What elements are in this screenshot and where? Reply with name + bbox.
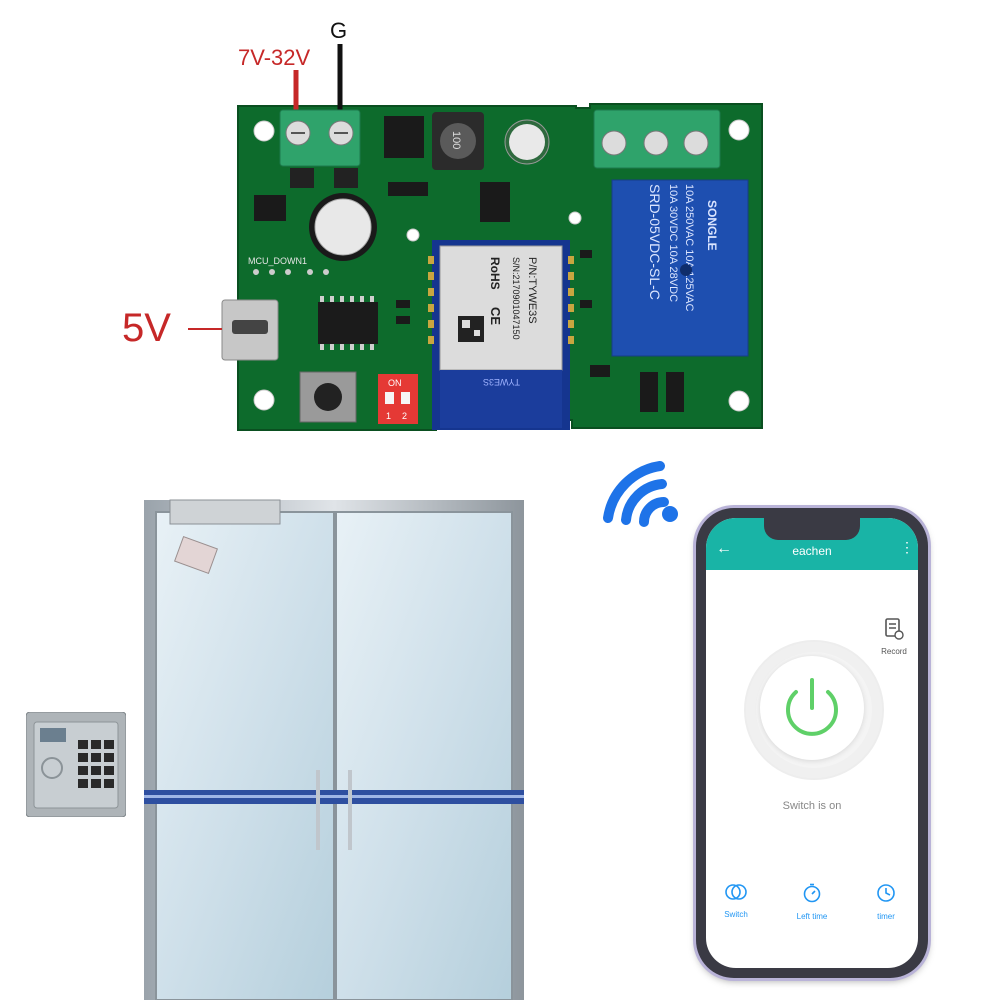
wifi-icon: [600, 458, 690, 538]
svg-text:RoHS: RoHS: [488, 257, 502, 290]
mount-hole: [728, 390, 750, 412]
tab-timer[interactable]: timer: [856, 882, 916, 921]
svg-text:CE: CE: [488, 307, 503, 325]
door-handle-left: [316, 770, 320, 850]
power-icon: [786, 678, 838, 736]
svg-text:2: 2: [402, 411, 407, 421]
pcb-illustration: 100 MCU_DOWN1 ON: [221, 44, 763, 431]
app-title: eachen: [792, 544, 832, 558]
record-label: Record: [881, 647, 907, 656]
mount-hole: [253, 389, 275, 411]
ground-label: G: [330, 18, 348, 43]
switch-icon: [725, 884, 747, 900]
svg-text:1: 1: [386, 411, 391, 421]
access-keypad-photo: [25, 711, 127, 818]
qr-code: [458, 316, 484, 342]
svg-text:10A 250VAC 10A 125VAC: 10A 250VAC 10A 125VAC: [683, 184, 695, 311]
stopwatch-icon: [803, 883, 821, 903]
mount-hole: [728, 119, 750, 141]
door-left-panel: [155, 511, 335, 1001]
phone-screen: ← eachen ⋮ Record Switch is on: [706, 518, 918, 968]
record-icon: [885, 618, 904, 640]
svg-text:SRD-05VDC-SL-C: SRD-05VDC-SL-C: [647, 184, 663, 300]
tab-timer-label: timer: [877, 912, 895, 921]
smartphone: ← eachen ⋮ Record Switch is on: [696, 508, 928, 978]
electric-lock: [169, 499, 281, 525]
relay: [611, 179, 749, 357]
power-toggle[interactable]: [744, 640, 884, 780]
svg-text:MCU_DOWN1: MCU_DOWN1: [248, 256, 307, 266]
tab-switch-label: Switch: [724, 910, 748, 919]
voltage-input-label: 7V-32V: [238, 45, 311, 70]
door-handle-right: [348, 770, 352, 850]
svg-text:S/N:2170901047150: S/N:2170901047150: [511, 257, 521, 340]
record-button[interactable]: Record: [874, 618, 914, 664]
dip-switch: [378, 374, 418, 424]
svg-text:ON: ON: [388, 378, 402, 388]
tab-left-time-label: Left time: [796, 912, 828, 921]
clock-icon: [877, 884, 895, 902]
door-right-panel: [335, 511, 513, 1001]
svg-text:100: 100: [450, 131, 462, 149]
tab-switch[interactable]: Switch: [706, 882, 766, 919]
svg-text:10A 30VDC 10A 28VDC: 10A 30VDC 10A 28VDC: [667, 184, 679, 302]
ic-chip: [318, 302, 378, 344]
usb-5v-label: 5V: [122, 306, 171, 350]
relay-board-photo: 100 MCU_DOWN1 ON: [0, 0, 1000, 440]
switch-status: Switch is on: [782, 800, 842, 812]
svg-text:SONGLE: SONGLE: [705, 200, 719, 251]
glass-door-photo: [130, 490, 530, 1001]
usb-pointer-line: [188, 328, 222, 330]
mount-hole: [253, 120, 275, 142]
phone-notch: [764, 518, 860, 540]
svg-text:P/N:TYWE3S: P/N:TYWE3S: [526, 257, 538, 324]
more-menu-icon[interactable]: ⋮: [900, 539, 914, 555]
svg-text:TYWE3S: TYWE3S: [483, 377, 520, 387]
tab-left-time[interactable]: Left time: [782, 882, 842, 921]
back-arrow-icon[interactable]: ←: [716, 540, 732, 557]
